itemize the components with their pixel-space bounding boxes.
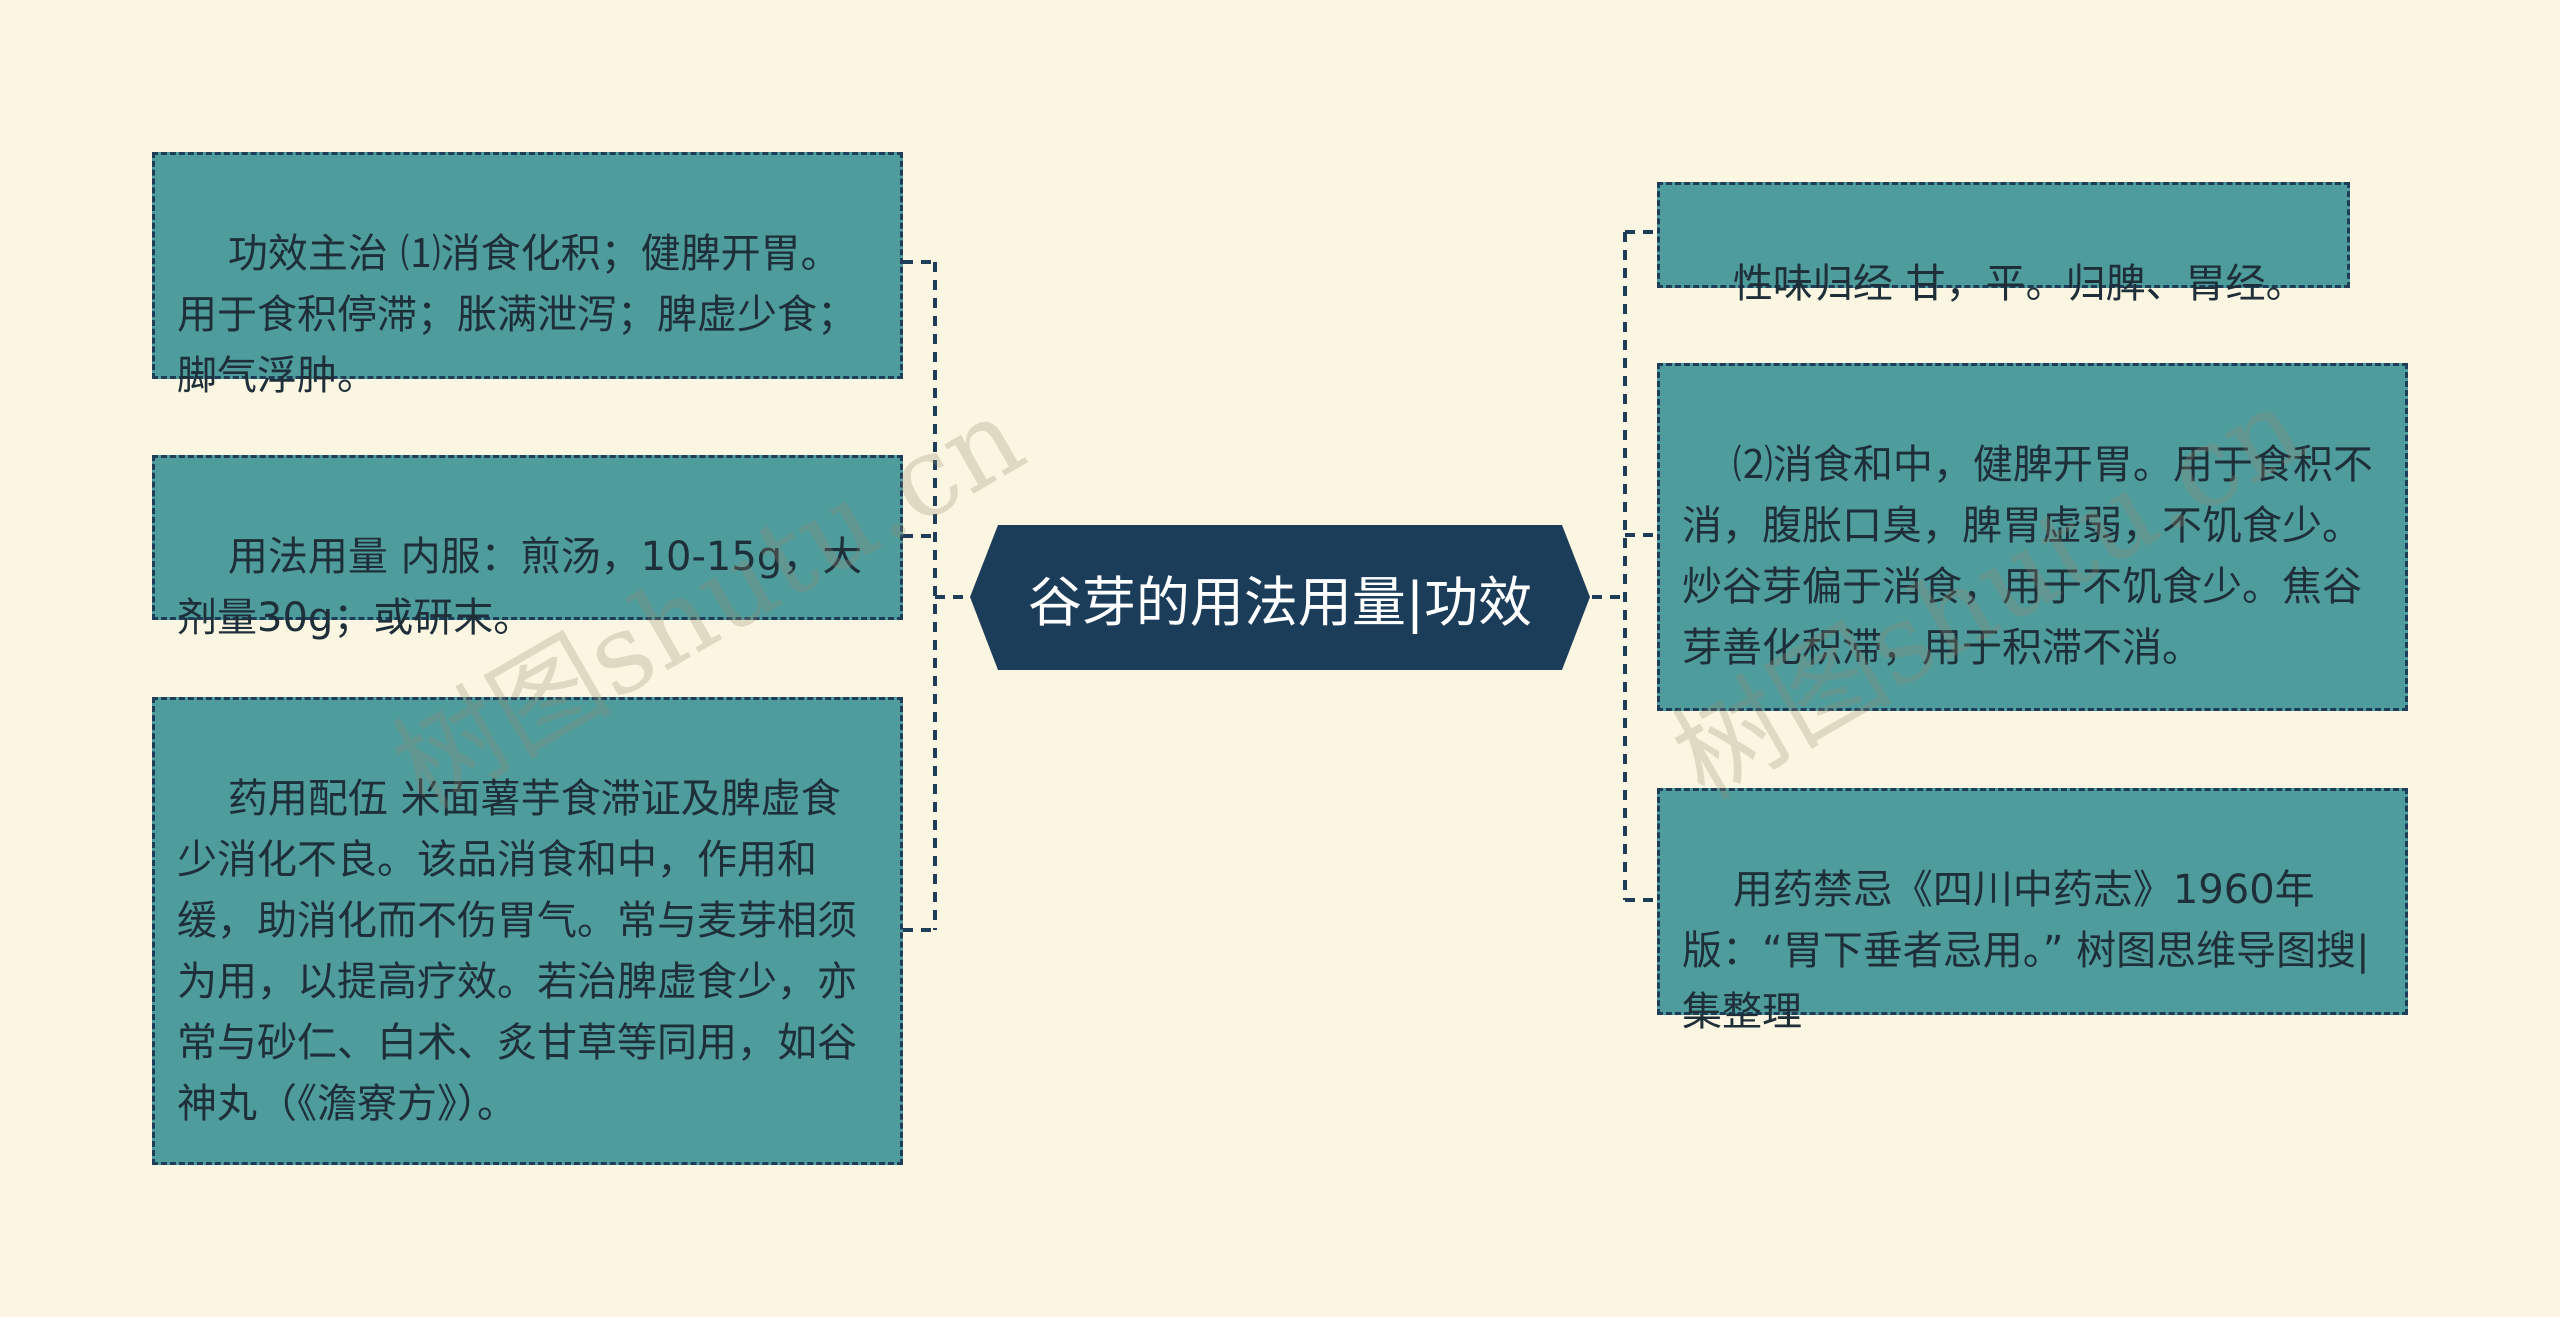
topic-contraindications[interactable]: 用药禁忌《四川中药志》1960年版：“胃下垂者忌用。” 树图思维导图搜|集整理 <box>1657 788 2408 1035</box>
central-topic[interactable]: 谷芽的用法用量|功效 <box>970 525 1590 670</box>
topic-compatibility-text: 药用配伍 米面薯芋食滞证及脾虚食少消化不良。该品消食和中，作用和缓，助消化而不伤… <box>177 776 857 1127</box>
central-topic-label: 谷芽的用法用量|功效 <box>1027 571 1533 634</box>
topic-nature-meridian[interactable]: 性味归经 甘，平。归脾、胃经。 <box>1657 182 2350 307</box>
topic-efficacy[interactable]: 功效主治 ⑴消食化积；健脾开胃。用于食积停滞；胀满泄泻；脾虚少食；脚气浮肿。 <box>152 152 903 399</box>
topic-dosage-text: 用法用量 内服：煎汤，10-15g，大剂量30g；或研末。 <box>177 534 863 641</box>
topic-compatibility[interactable]: 药用配伍 米面薯芋食滞证及脾虚食少消化不良。该品消食和中，作用和缓，助消化而不伤… <box>152 697 903 1165</box>
topic-digestion-text: ⑵消食和中，健脾开胃。用于食积不消，腹胀口臭，脾胃虚弱，不饥食少。炒谷芽偏于消食… <box>1682 442 2373 671</box>
topic-dosage[interactable]: 用法用量 内服：煎汤，10-15g，大剂量30g；或研末。 <box>152 455 903 641</box>
topic-contraindications-text: 用药禁忌《四川中药志》1960年版：“胃下垂者忌用。” 树图思维导图搜|集整理 <box>1682 867 2370 1035</box>
topic-digestion[interactable]: ⑵消食和中，健脾开胃。用于食积不消，腹胀口臭，脾胃虚弱，不饥食少。炒谷芽偏于消食… <box>1657 363 2408 711</box>
topic-nature-meridian-text: 性味归经 甘，平。归脾、胃经。 <box>1732 261 2306 307</box>
topic-efficacy-text: 功效主治 ⑴消食化积；健脾开胃。用于食积停滞；胀满泄泻；脾虚少食；脚气浮肿。 <box>177 231 857 399</box>
